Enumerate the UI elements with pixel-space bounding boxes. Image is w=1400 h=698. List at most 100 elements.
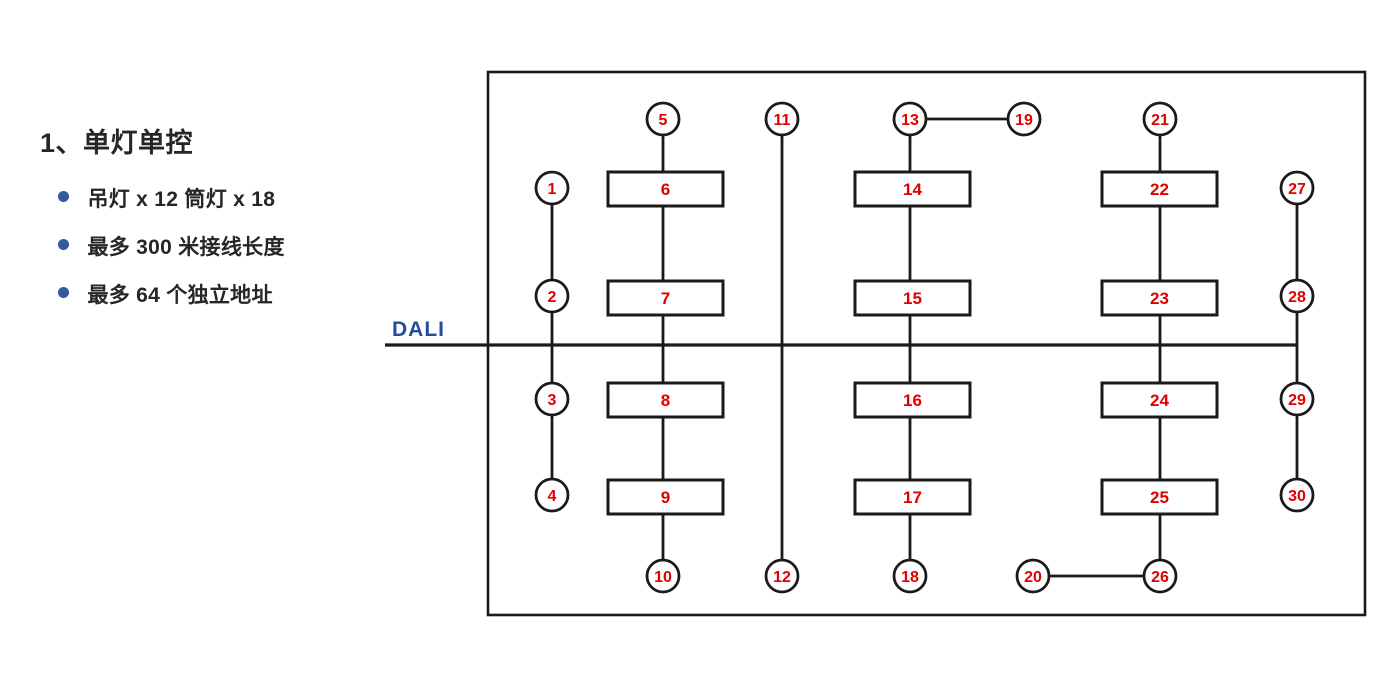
fixture-circle-number: 2 (548, 289, 557, 306)
fixture-circle-number: 3 (548, 392, 557, 409)
bullet-dot-icon (58, 286, 69, 298)
fixture-circle-number: 5 (659, 112, 668, 129)
fixture-rect-outline (606, 170, 725, 208)
fixture-circle: 5 (645, 101, 681, 137)
room-enclosure-outline (486, 70, 1367, 617)
list-item-label: 最多 64 个独立地址 (87, 284, 273, 307)
fixture-rect: 17 (853, 478, 972, 516)
fixture-circle-outline (1279, 477, 1315, 513)
fixture-circle: 30 (1279, 477, 1315, 513)
room-enclosure-layer (486, 70, 1367, 617)
fixture-circle-outline (892, 558, 928, 594)
fixture-circle-outline (645, 558, 681, 594)
fixture-circle: 19 (1006, 101, 1042, 137)
fixture-rect: 16 (853, 381, 972, 419)
fixture-rect-number: 8 (661, 391, 670, 410)
dali-bus-label: DALI (392, 318, 445, 341)
fixture-circle-number: 10 (654, 569, 672, 586)
fixture-rect-number: 24 (1150, 391, 1169, 410)
fixture-rect: 7 (606, 279, 725, 317)
fixture-circle-outline (1279, 278, 1315, 314)
fixture-circle: 12 (764, 558, 800, 594)
fixture-circle-outline (534, 170, 570, 206)
fixture-rect-outline (1100, 279, 1219, 317)
fixture-rect-number: 14 (903, 180, 922, 199)
fixture-rect: 8 (606, 381, 725, 419)
fixture-circle-number: 28 (1288, 289, 1306, 306)
fixture-circle: 13 (892, 101, 928, 137)
list-item: 最多 64 个独立地址 (58, 279, 273, 309)
fixture-circle-number: 20 (1024, 569, 1042, 586)
fixture-circle: 2 (534, 278, 570, 314)
fixture-rect-number: 7 (661, 289, 670, 308)
fixture-circle-outline (645, 101, 681, 137)
fixture-rect: 14 (853, 170, 972, 208)
fixture-rect-layer: 6 7 8 9 14 15 16 17 22 23 24 25 (606, 170, 1219, 516)
fixture-circle: 20 (1015, 558, 1051, 594)
fixture-rect-outline (853, 478, 972, 516)
fixture-rect-outline (606, 279, 725, 317)
fixture-rect-outline (606, 478, 725, 516)
fixture-circle-number: 30 (1288, 488, 1306, 505)
fixture-rect-number: 9 (661, 488, 670, 507)
fixture-rect-number: 17 (903, 488, 922, 507)
list-item: 最多 300 米接线长度 (58, 231, 285, 261)
fixture-circle-outline (1279, 170, 1315, 206)
fixture-circle: 29 (1279, 381, 1315, 417)
fixture-circle: 1 (534, 170, 570, 206)
fixture-circle-outline (892, 101, 928, 137)
fixture-circle-outline (534, 381, 570, 417)
fixture-rect-outline (853, 170, 972, 208)
fixture-rect-number: 6 (661, 180, 670, 199)
fixture-circle-number: 1 (548, 181, 557, 198)
fixture-circle-outline (1279, 381, 1315, 417)
wire-layer (550, 117, 1299, 578)
fixture-circle-number: 19 (1015, 112, 1033, 129)
list-item-label: 最多 300 米接线长度 (87, 236, 285, 259)
fixture-circle-outline (764, 558, 800, 594)
fixture-rect: 23 (1100, 279, 1219, 317)
fixture-rect-number: 22 (1150, 180, 1169, 199)
fixture-circle-number: 26 (1151, 569, 1169, 586)
fixture-circle: 28 (1279, 278, 1315, 314)
fixture-rect-outline (853, 381, 972, 419)
fixture-rect-outline (853, 279, 972, 317)
fixture-rect-outline (1100, 381, 1219, 419)
fixture-circle-number: 4 (548, 488, 557, 505)
fixture-circle: 10 (645, 558, 681, 594)
fixture-rect: 25 (1100, 478, 1219, 516)
fixture-rect-number: 15 (903, 289, 922, 308)
list-item-label: 吊灯 x 12 筒灯 x 18 (87, 188, 276, 211)
fixture-circle-number: 29 (1288, 392, 1306, 409)
fixture-rect-outline (1100, 170, 1219, 208)
fixture-circle-outline (1015, 558, 1051, 594)
fixture-rect: 15 (853, 279, 972, 317)
info-panel: 1、单灯单控 吊灯 x 12 筒灯 x 18 最多 300 米接线长度 最多 6… (0, 0, 400, 698)
fixture-rect: 6 (606, 170, 725, 208)
fixture-rect: 9 (606, 478, 725, 516)
fixture-rect-outline (1100, 478, 1219, 516)
page-title: 1、单灯单控 (40, 128, 194, 158)
fixture-rect: 22 (1100, 170, 1219, 208)
fixture-circle-number: 11 (774, 112, 791, 129)
fixture-circle: 21 (1142, 101, 1178, 137)
bullet-dot-icon (58, 190, 69, 202)
fixture-circle-number: 13 (901, 112, 919, 129)
fixture-circle: 27 (1279, 170, 1315, 206)
bullet-dot-icon (58, 238, 69, 250)
fixture-circle-outline (764, 101, 800, 137)
fixture-circle-outline (1142, 558, 1178, 594)
fixture-circle-outline (1006, 101, 1042, 137)
fixture-circle-outline (1142, 101, 1178, 137)
fixture-circle: 4 (534, 477, 570, 513)
fixture-circle-outline (534, 278, 570, 314)
fixture-rect-number: 25 (1150, 488, 1169, 507)
fixture-circle: 11 (764, 101, 800, 137)
fixture-circle: 26 (1142, 558, 1178, 594)
fixture-rect-outline (606, 381, 725, 419)
list-item: 吊灯 x 12 筒灯 x 18 (58, 183, 275, 213)
fixture-circle-number: 12 (773, 569, 791, 586)
